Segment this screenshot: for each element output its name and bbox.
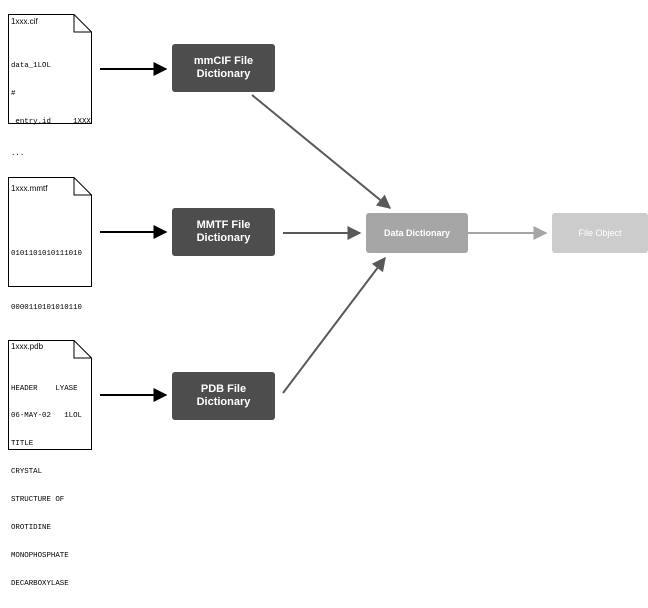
cif-file-name: 1xxx.cif bbox=[11, 17, 38, 26]
file-line: MONOPHOSPHATE bbox=[11, 551, 69, 560]
file-line: 0101101010111010 bbox=[11, 250, 82, 258]
file-line: DECARBOXYLASE bbox=[11, 579, 69, 588]
arrows-layer bbox=[100, 62, 548, 402]
cif-file-icon: 1xxx.cif data_1LOL # _entry.id 1XXX ... … bbox=[8, 14, 92, 191]
file-line: 0000110101010110 bbox=[11, 304, 82, 312]
mmtf-file-dictionary-box: MMTF File Dictionary bbox=[172, 208, 275, 256]
pdb-file-icon: 1xxx.pdb HEADER LYASE 06-MAY-02 1LOL TIT… bbox=[8, 340, 92, 588]
file-line: # bbox=[11, 90, 16, 99]
file-line: OROTIDINE bbox=[11, 524, 51, 533]
data-dictionary-box: Data Dictionary bbox=[366, 213, 468, 253]
mmcif-file-dictionary-box: mmCIF File Dictionary bbox=[172, 44, 275, 92]
mmtf-box-label-line1: MMTF File bbox=[196, 219, 251, 231]
mmtf-box-label-line2: Dictionary bbox=[196, 232, 251, 244]
pdb-file-dictionary-box: PDB File Dictionary bbox=[172, 372, 275, 420]
mmcif-box-label-line2: Dictionary bbox=[196, 68, 251, 80]
file-line: _entry.id 1XXX bbox=[11, 117, 91, 126]
pdb-file-content: HEADER LYASE 06-MAY-02 1LOL TITLE CRYSTA… bbox=[11, 366, 82, 608]
file-object-label: File Object bbox=[578, 228, 622, 238]
file-object-box: File Object bbox=[552, 213, 648, 253]
file-line: HEADER LYASE bbox=[11, 384, 78, 393]
file-line: CRYSTAL bbox=[11, 468, 43, 477]
pdb-box-label-line2: Dictionary bbox=[196, 396, 251, 408]
mmtf-file-icon: 1xxx.mmtf 0101101010111010 0000110101010… bbox=[8, 177, 92, 420]
data-dictionary-label: Data Dictionary bbox=[383, 228, 451, 238]
file-line: 06-MAY-02 1LOL bbox=[11, 412, 82, 421]
file-line: STRUCTURE OF bbox=[11, 496, 65, 505]
mmtf-file-name: 1xxx.mmtf bbox=[11, 184, 48, 193]
arrow-mmcif-to-data-dictionary bbox=[251, 94, 392, 209]
pdb-box-label-line1: PDB File bbox=[200, 383, 247, 395]
file-line: ... bbox=[11, 150, 25, 159]
pdb-file-name: 1xxx.pdb bbox=[11, 342, 44, 351]
arrow-pdb-to-data-dictionary bbox=[282, 256, 386, 394]
file-line: TITLE bbox=[11, 440, 34, 449]
mmcif-box-label-line1: mmCIF File bbox=[193, 55, 254, 67]
file-line: data_1LOL bbox=[11, 62, 51, 71]
